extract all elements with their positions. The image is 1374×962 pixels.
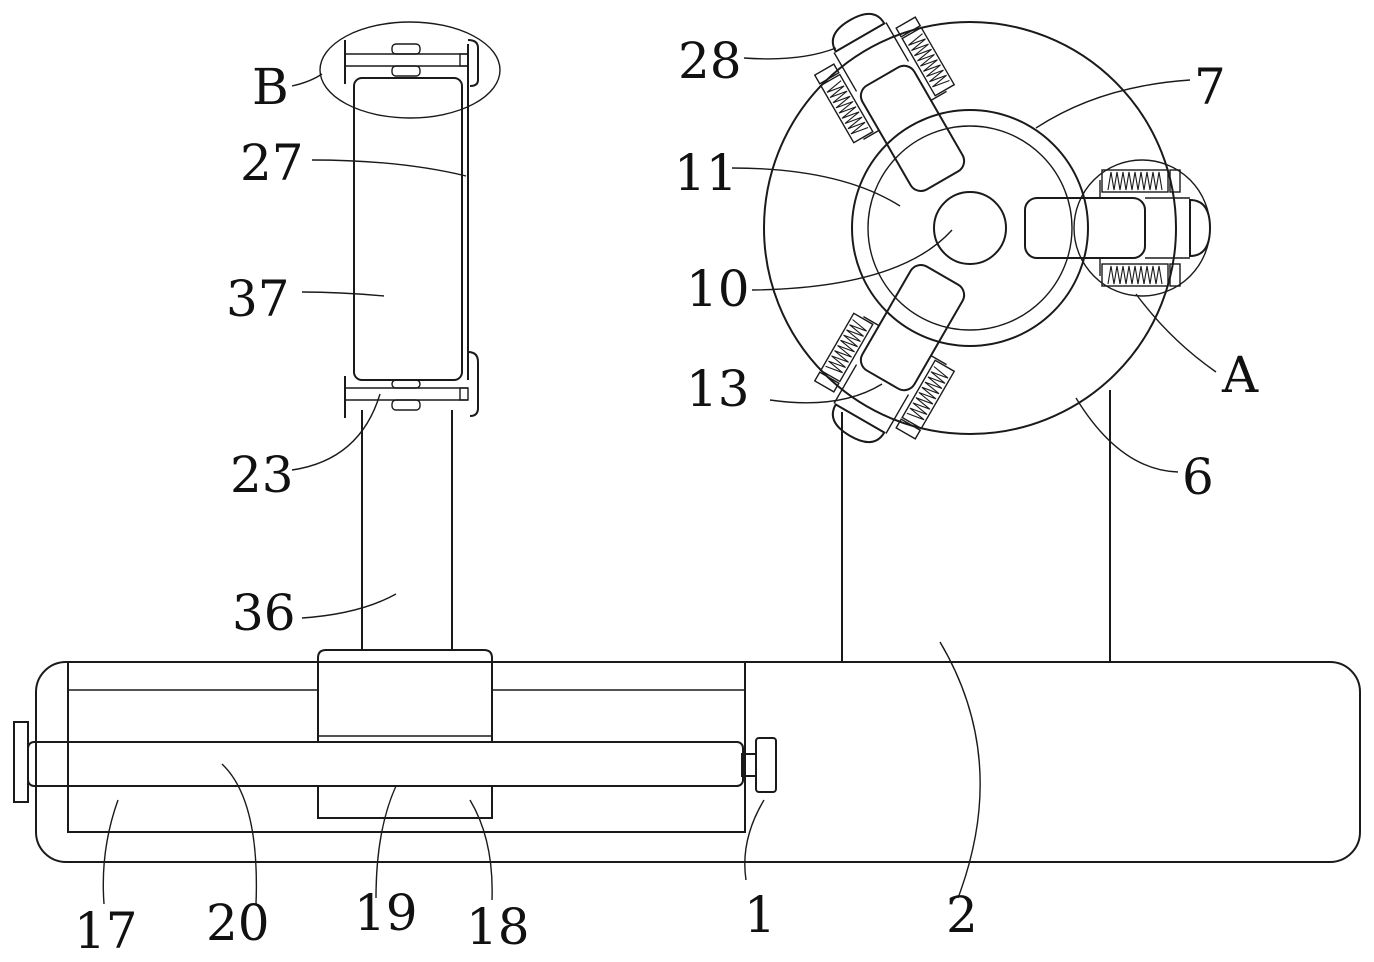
leader-lines [102,47,1217,905]
label-2: 2 [946,886,978,944]
label-36: 36 [232,584,296,642]
wheel-assembly [763,0,1210,465]
slide-groove [67,662,746,833]
label-27: 27 [240,134,304,192]
label-23: 23 [230,446,294,504]
label-1: 1 [744,886,776,944]
label-17: 17 [74,902,138,960]
label-10: 10 [686,260,750,318]
column [361,410,453,650]
label-19: 19 [354,884,418,942]
label-A: A [1221,346,1259,404]
label-11: 11 [674,144,738,202]
label-18: 18 [466,898,530,956]
slider-block [317,649,493,819]
label-13: 13 [686,360,750,418]
label-20: 20 [206,894,270,952]
upright-panel [319,21,501,418]
label-7: 7 [1194,58,1226,116]
base-body [35,661,1361,863]
label-6: 6 [1182,448,1214,506]
reference-labels: B 27 37 23 36 28 7 11 10 13 A 6 17 20 19… [74,32,1259,960]
label-37: 37 [226,270,290,328]
label-28: 28 [678,32,742,90]
label-B: B [252,58,289,116]
wheel-support [841,390,1111,662]
